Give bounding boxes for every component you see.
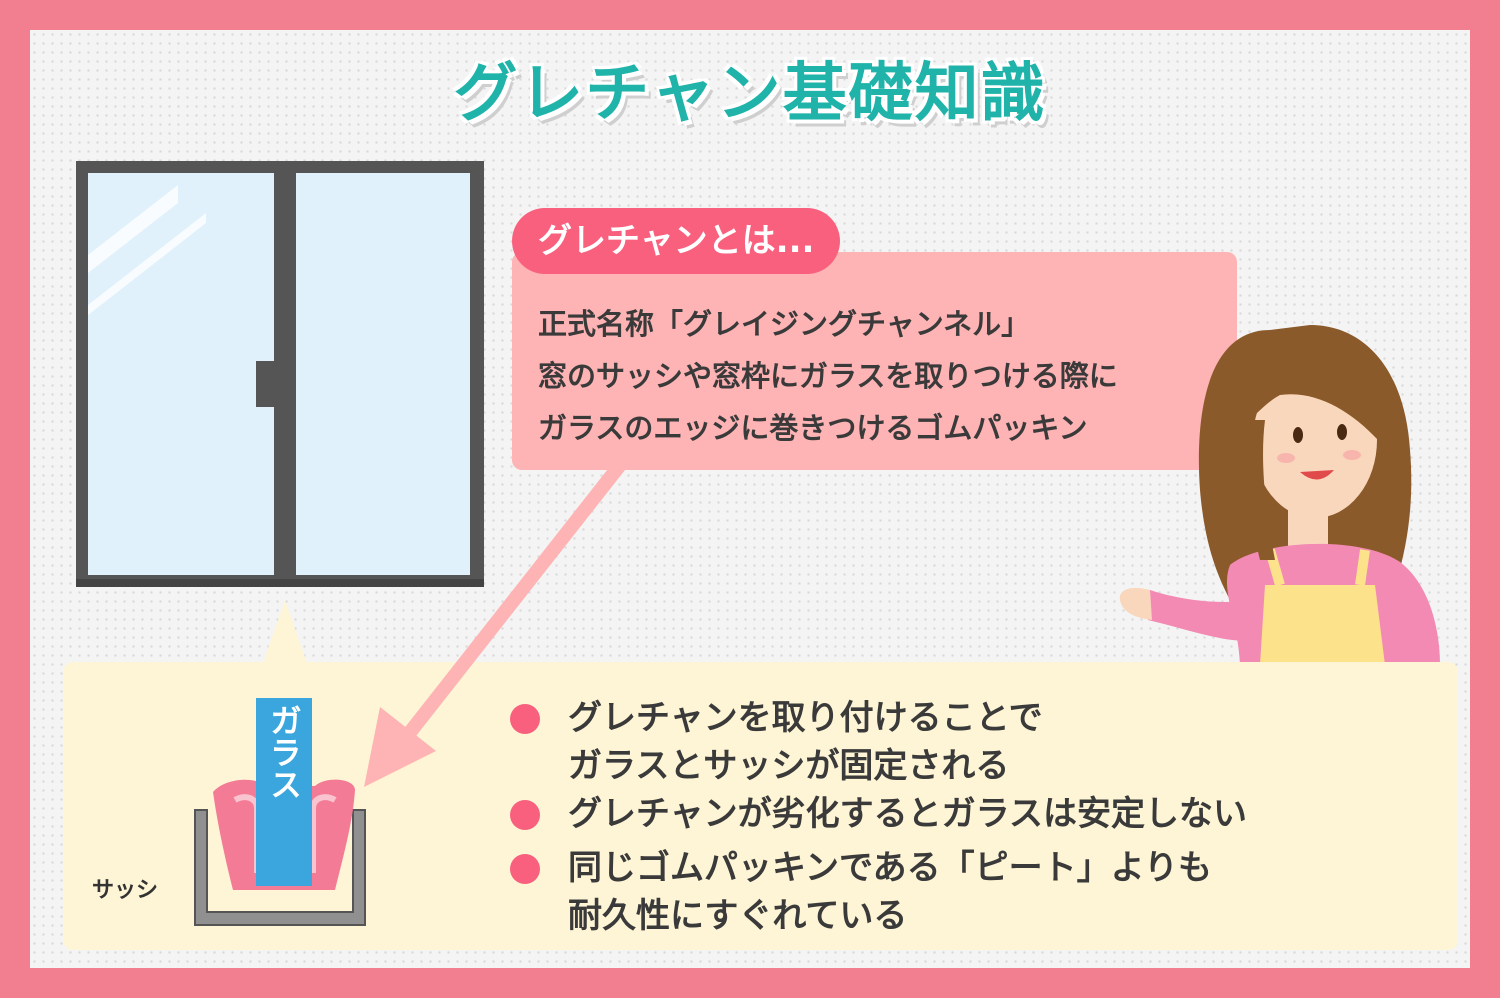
- window-sill: [76, 579, 484, 587]
- glass-reflection: [88, 185, 178, 273]
- point-line: グレチャンが劣化するとガラスは安定しない: [568, 794, 1247, 834]
- definition-line: 窓のサッシや窓枠にガラスを取りつける際に: [538, 359, 1118, 393]
- arm: [1148, 590, 1260, 641]
- window-illustration: [76, 161, 484, 587]
- sash-cross-section-icon: [194, 698, 366, 926]
- definition-bubble: [512, 252, 1237, 470]
- definition-tag: グレチャンとは...: [512, 208, 841, 274]
- panel-pointer: [262, 600, 308, 666]
- hair-front: [1250, 352, 1380, 440]
- arrow-line: [393, 458, 627, 752]
- bullet-dot-icon: [510, 800, 540, 830]
- point-line: ガラスとサッシが固定される: [568, 746, 1010, 786]
- window-pane-right: [296, 173, 470, 575]
- glass-label: ガラス: [265, 704, 303, 800]
- point-line: 同じゴムパッキンである「ピート」よりも: [568, 848, 1212, 888]
- definition-text: 正式名称「グレイジングチャンネル」 窓のサッシや窓枠にガラスを取りつける際に ガ…: [538, 298, 1228, 454]
- mouth: [1300, 470, 1334, 480]
- cheek: [1277, 453, 1295, 463]
- sash-profile: [194, 809, 366, 926]
- eye-left: [1293, 427, 1303, 443]
- arrow-head: [364, 707, 436, 787]
- woman-illustration: [1119, 325, 1440, 665]
- window-mullion: [274, 161, 296, 587]
- bullet-dot-icon: [510, 704, 540, 734]
- glass-strip: [256, 698, 312, 886]
- glass-reflection: [88, 213, 206, 315]
- hand: [1119, 588, 1152, 620]
- definition-line: 正式名称「グレイジングチャンネル」: [538, 307, 1031, 341]
- sash-label: サッシ: [92, 878, 159, 903]
- point-line: 耐久性にすぐれている: [568, 896, 908, 936]
- hair-side: [1248, 420, 1275, 560]
- bullet-dot-icon: [510, 854, 540, 884]
- cheek: [1343, 450, 1361, 460]
- point-line: グレチャンを取り付けることで: [568, 698, 1043, 738]
- apron: [1260, 585, 1385, 665]
- eye-right: [1337, 424, 1347, 440]
- window-handle: [256, 361, 276, 407]
- page-title: グレチャン基礎知識: [453, 57, 1047, 131]
- arrow-icon: [364, 458, 627, 787]
- panel-pointer-icon: [262, 600, 308, 666]
- definition-line: ガラスのエッジに巻きつけるゴムパッキン: [538, 411, 1088, 445]
